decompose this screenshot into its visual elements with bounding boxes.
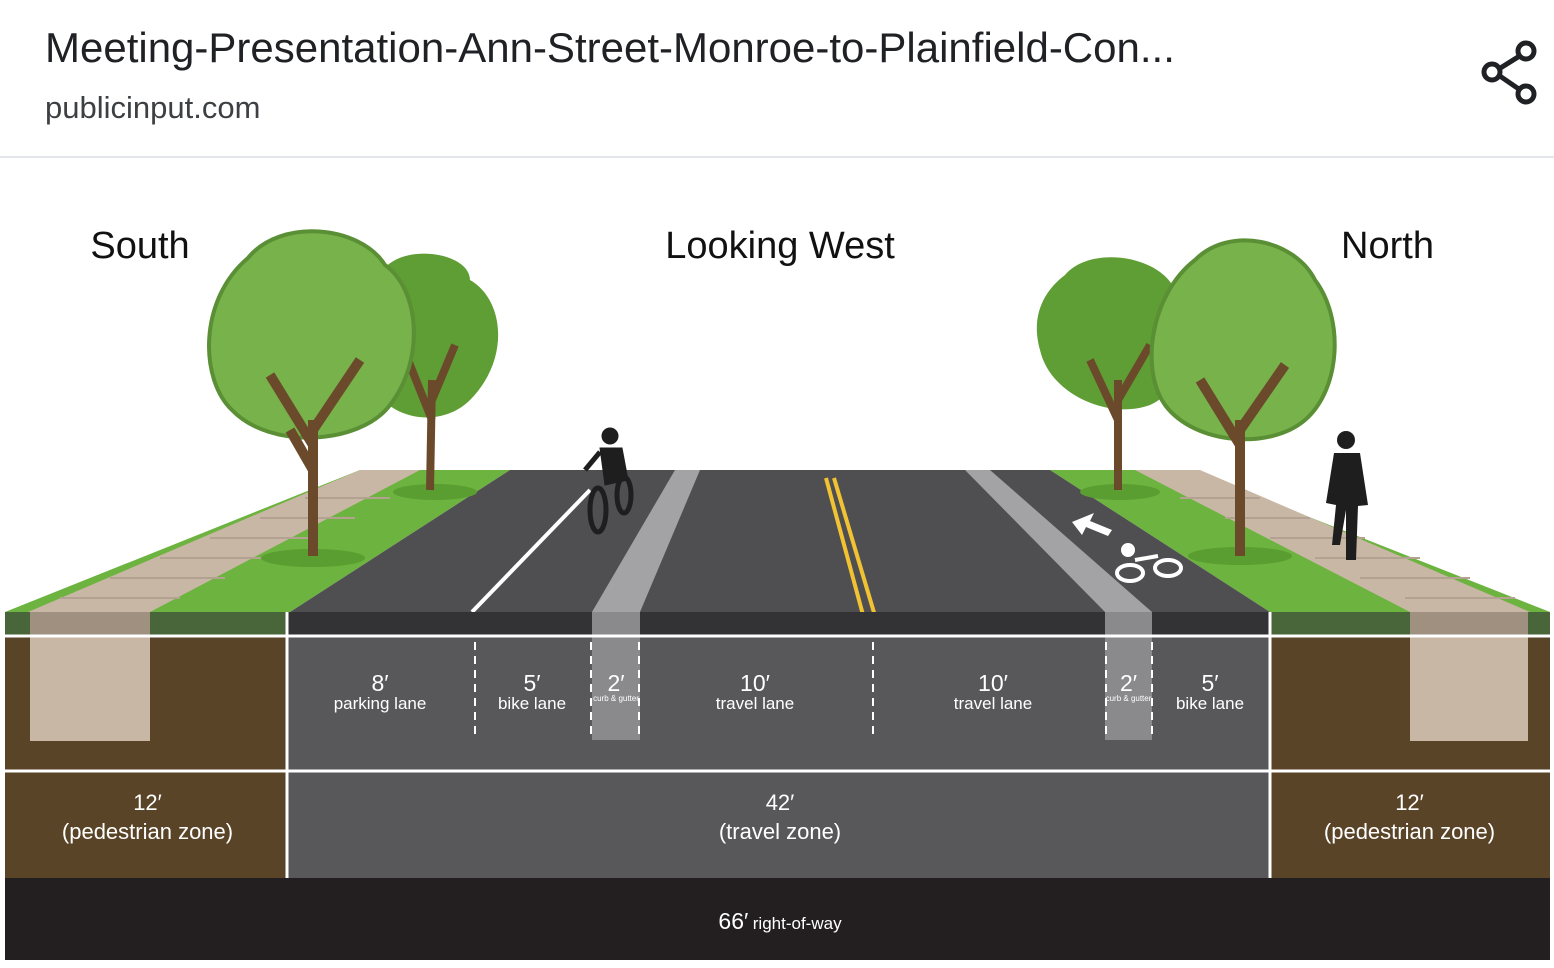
lane-travel-east: 10′ travel lane bbox=[953, 670, 1033, 713]
lane-travel-west: 10′ travel lane bbox=[715, 670, 795, 713]
row-text: right-of-way bbox=[752, 914, 842, 933]
center-line-b bbox=[832, 477, 880, 627]
bike-lane-line bbox=[470, 488, 592, 614]
bike-lane-marking bbox=[1072, 513, 1183, 583]
north-curb bbox=[965, 470, 1152, 612]
label-south: South bbox=[90, 225, 190, 267]
south-sidewalk bbox=[28, 470, 420, 612]
lane-curb-north: 2′ curb & gutter bbox=[1105, 670, 1152, 703]
right-of-way-band bbox=[5, 878, 1550, 960]
zone-travel: 42′ (travel zone) bbox=[718, 790, 842, 844]
row-total: 66′ bbox=[718, 908, 749, 934]
right-of-way-label: 66′ right-of-way bbox=[630, 908, 930, 935]
street-cross-section-image[interactable] bbox=[0, 160, 1554, 968]
lane-curb-south: 2′ curb & gutter bbox=[593, 670, 639, 703]
pedestrian-figure bbox=[1326, 431, 1368, 560]
south-curb bbox=[592, 470, 700, 612]
center-line-a bbox=[824, 477, 868, 627]
lane-bike-south: 5′ bike lane bbox=[497, 670, 567, 713]
source-domain[interactable]: publicinput.com bbox=[45, 90, 261, 125]
zone-pedestrian-south: 12′ (pedestrian zone) bbox=[61, 790, 234, 844]
tree-north-front bbox=[1149, 238, 1337, 565]
label-looking-west: Looking West bbox=[665, 225, 895, 267]
tree-south-front bbox=[207, 229, 416, 567]
lane-bike-north: 5′ bike lane bbox=[1175, 670, 1245, 713]
share-icon[interactable] bbox=[1478, 38, 1546, 106]
lane-parking: 8′ parking lane bbox=[333, 670, 427, 713]
cyclist-figure bbox=[583, 427, 634, 535]
page-title[interactable]: Meeting-Presentation-Ann-Street-Monroe-t… bbox=[45, 24, 1175, 71]
zone-pedestrian-north: 12′ (pedestrian zone) bbox=[1323, 790, 1496, 844]
label-north: North bbox=[1341, 225, 1434, 267]
result-header: Meeting-Presentation-Ann-Street-Monroe-t… bbox=[0, 0, 1554, 158]
tree-north-back bbox=[1036, 257, 1188, 500]
